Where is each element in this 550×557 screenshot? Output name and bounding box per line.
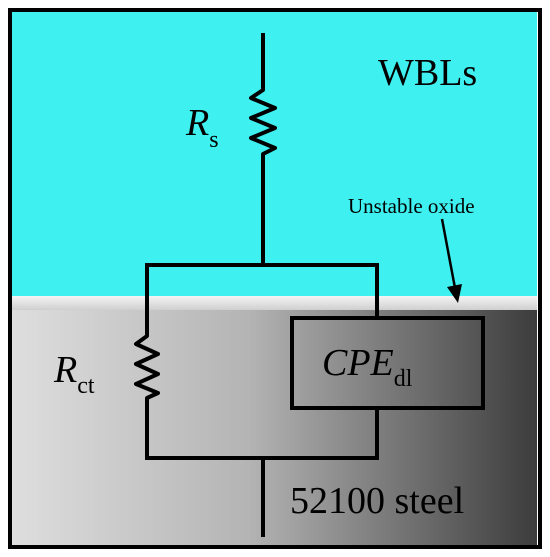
- substrate-label: 52100 steel: [290, 480, 464, 522]
- steel-substrate-region: [12, 310, 537, 545]
- cpe-label: CPEdl: [322, 342, 413, 392]
- rs-label: Rs: [185, 102, 219, 153]
- oxide-label: Unstable oxide: [348, 194, 475, 218]
- rct-resistor-symbol: [134, 331, 160, 403]
- rct-label: Rct: [53, 349, 95, 399]
- electrolyte-region: [12, 12, 537, 298]
- cpe-element-box: [290, 316, 485, 410]
- electrolyte-label: WBLs: [378, 52, 477, 94]
- rs-resistor-symbol: [249, 84, 277, 160]
- circuit-wires: [134, 33, 379, 537]
- outer-frame: [8, 8, 542, 549]
- oxide-layer: [12, 296, 537, 310]
- oxide-pointer-arrow: [440, 218, 462, 303]
